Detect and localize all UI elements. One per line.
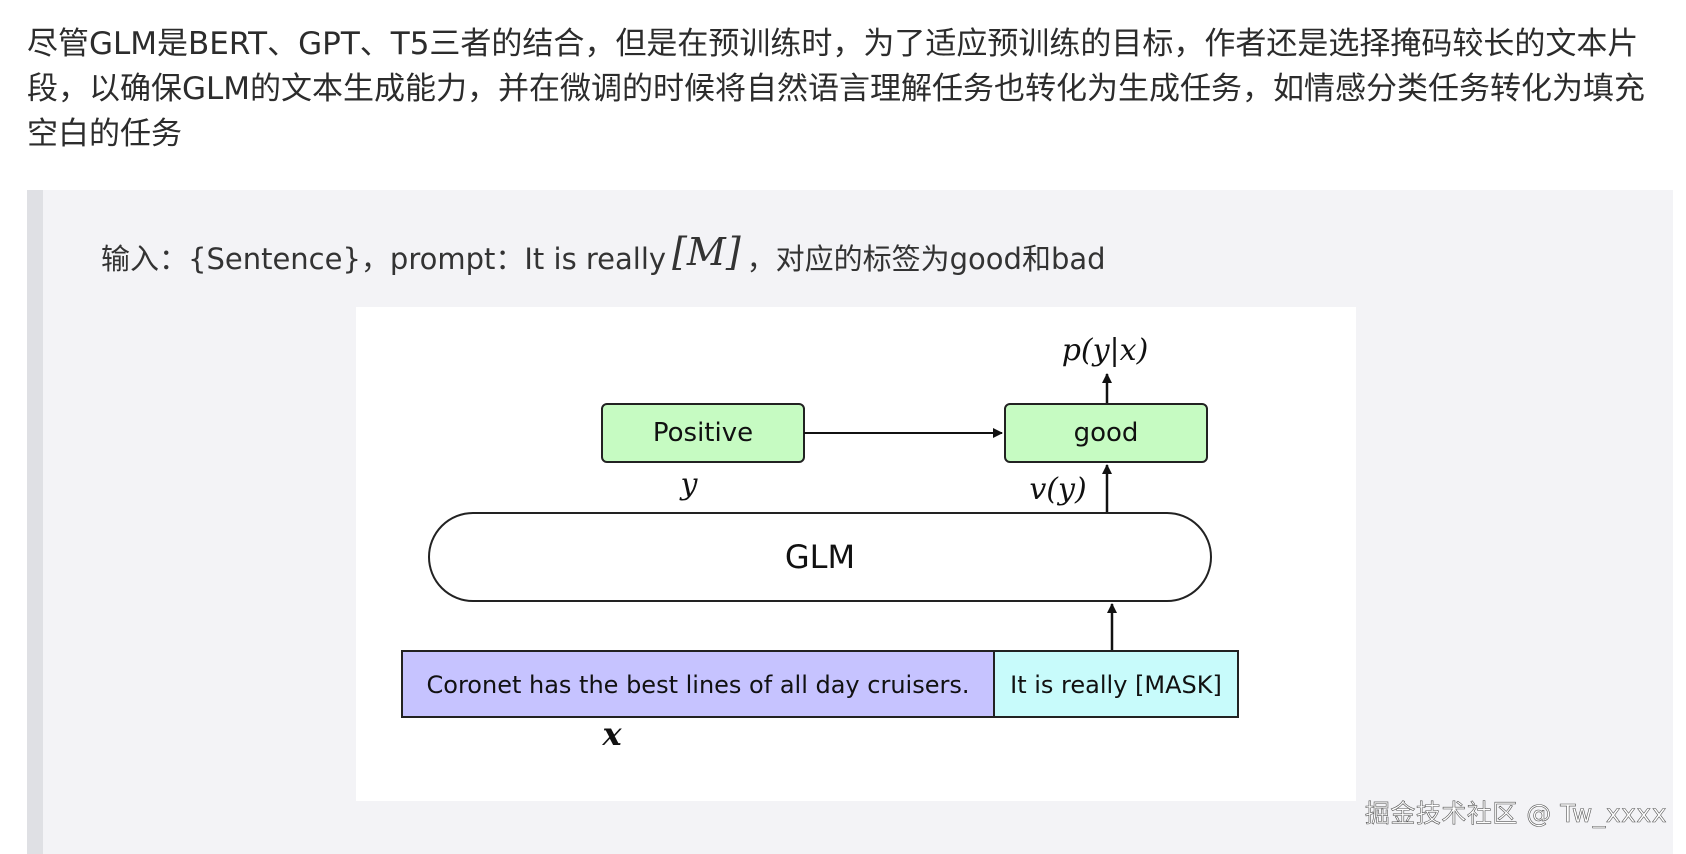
x-label: x bbox=[601, 715, 622, 753]
glm-label: GLM bbox=[785, 538, 855, 576]
watermark: 掘金技术社区 @ Tw_xxxx bbox=[1364, 799, 1667, 829]
positive-label: Positive bbox=[653, 418, 753, 448]
input-sentence-label: Coronet has the best lines of all day cr… bbox=[427, 671, 970, 699]
glm-box bbox=[428, 512, 1212, 602]
mask-token: [M] bbox=[672, 230, 741, 274]
input-prompt-box bbox=[993, 650, 1239, 718]
good-label: good bbox=[1074, 418, 1139, 448]
y-label: y bbox=[679, 467, 699, 502]
intro-paragraph: 尽管GLM是BERT、GPT、T5三者的结合，但是在预训练时，为了适应预训练的目… bbox=[27, 26, 1646, 152]
glm-diagram: p(y|x) Positive good y v(y) GLM Coronet … bbox=[401, 333, 1239, 753]
prob-label: p(y|x) bbox=[1062, 333, 1149, 368]
blockquote: 输入：{Sentence}，prompt：It is really[M]，对应的… bbox=[27, 190, 1673, 854]
glm-diagram-figure: p(y|x) Positive good y v(y) GLM Coronet … bbox=[356, 307, 1356, 801]
input-prompt-label: It is really [MASK] bbox=[1010, 671, 1222, 699]
quote-suffix: ，对应的标签为good和bad bbox=[746, 242, 1106, 276]
good-box bbox=[1004, 403, 1208, 463]
quote-text: 输入：{Sentence}，prompt：It is really[M]，对应的… bbox=[101, 230, 1106, 278]
quote-prefix: 输入：{Sentence}，prompt：It is really bbox=[101, 242, 667, 276]
vy-label: v(y) bbox=[1029, 472, 1086, 507]
